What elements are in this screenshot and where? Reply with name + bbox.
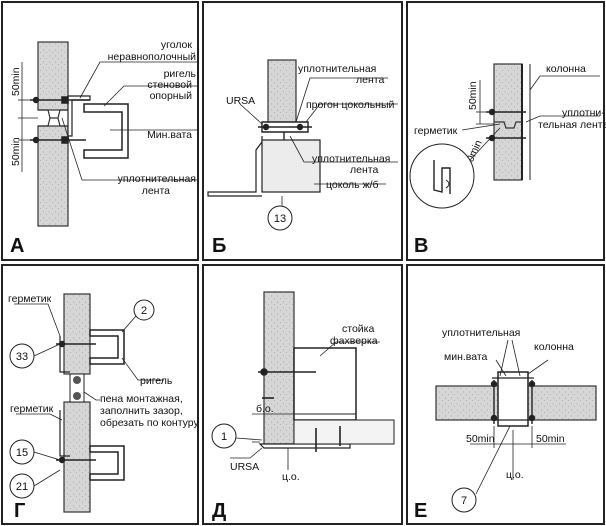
dim-top-label: 50min	[467, 81, 479, 110]
wall-rigel	[83, 103, 129, 159]
callout-13	[267, 205, 293, 231]
label-tape-2: лента	[142, 185, 170, 197]
dimension-lines	[476, 80, 494, 125]
callout-15-text: 15	[16, 447, 28, 459]
fastener-bolts	[490, 380, 536, 424]
concrete-plinth	[261, 139, 321, 193]
rigel-upper	[89, 329, 125, 365]
leader-lines	[475, 339, 549, 495]
callout-33-text: 33	[16, 351, 28, 363]
panel-g: 2 33 15 21 герметик герметик ригель пена…	[8, 293, 199, 522]
label-dim-right: 50min	[536, 433, 565, 445]
fastener-bolts	[30, 96, 90, 144]
callout-7	[451, 487, 477, 513]
panel-e: уплотнительная мин.вата колонна 50min 50…	[414, 327, 597, 522]
label-rigel-1: ригель	[164, 68, 197, 80]
label-post-1: стойка	[342, 323, 374, 335]
label-girt: прогон цокольный	[306, 99, 395, 111]
sandwich-panel	[267, 59, 297, 131]
callout-1	[211, 423, 237, 449]
callout-7-text: 7	[461, 495, 467, 507]
label-dim-left: 50min	[466, 433, 495, 445]
label-column: колонна	[534, 341, 574, 353]
panel-b: уплотнительная лента URSA прогон цокольн…	[207, 59, 398, 257]
panel-letter-e: Е	[414, 500, 427, 522]
label-tape-top-1: уплотнительная	[298, 63, 376, 75]
leader-lines	[461, 75, 600, 131]
label-foam-1: пена монтажная,	[100, 393, 183, 405]
dimension-lines	[470, 426, 566, 480]
callout-2	[133, 299, 155, 321]
leader-lines	[61, 61, 198, 181]
panel-d: стойка фахверка б.о. URSA ц.о. 1 Д	[211, 291, 395, 522]
label-tape-1: уплотни-	[562, 107, 605, 119]
label-rigel-3: опорный	[150, 90, 193, 102]
panel-letter-v: В	[414, 235, 428, 257]
label-urs: URSA	[226, 95, 255, 107]
callout-2-text: 2	[141, 305, 147, 317]
label-tape: уплотнительная	[442, 327, 520, 339]
label-sealant-mid: герметик	[10, 403, 54, 415]
label-plinth: цоколь ж/б	[326, 179, 379, 191]
label-minwool: Мин.вата	[147, 129, 192, 141]
label-rigel-2: стеновой	[147, 79, 192, 91]
label-co: ц.о.	[282, 471, 300, 483]
callout-13-text: 13	[274, 213, 286, 225]
panel-v: 50min 50min колонна герметик уплотни- те…	[409, 63, 606, 257]
sandwich-panel-upper	[63, 293, 91, 375]
dim-bottom-label: 50min	[10, 137, 22, 166]
label-sealant: герметик	[414, 125, 458, 137]
panel-joint	[38, 109, 68, 127]
dim-top-label: 50min	[10, 67, 22, 96]
label-co: ц.о.	[506, 469, 524, 481]
label-sealant-top: герметик	[8, 293, 52, 305]
panel-letter-d: Д	[212, 500, 226, 522]
rigel-lower	[89, 445, 125, 481]
label-bo: б.о.	[256, 403, 274, 415]
label-tape-2: тельная лента	[538, 119, 606, 131]
label-corner-2: неравнополочный	[108, 51, 196, 63]
base-angle	[258, 443, 351, 449]
fachwerk-post	[293, 347, 357, 421]
panel-letter-a: А	[10, 235, 24, 257]
label-urs: URSA	[230, 461, 259, 473]
angle-bracket	[67, 95, 91, 137]
label-tape-bot-2: лента	[350, 164, 378, 176]
label-tape-bot-1: уплотнительная	[312, 153, 390, 165]
label-foam-2: заполнить зазор,	[100, 405, 183, 417]
leader-lines	[230, 341, 380, 459]
label-foam-3: обрезать по контуру	[100, 417, 199, 429]
panel-a: 50min 50min уголок неравнополочный ригел…	[10, 39, 198, 257]
panel-letter-b: Б	[212, 235, 226, 257]
label-tape-1: уплотнительная	[118, 173, 196, 185]
fastener-screws	[258, 368, 341, 452]
label-minwool: мин.вата	[444, 351, 488, 363]
fastener-bolts	[486, 108, 526, 142]
label-rigel: ригель	[140, 375, 173, 387]
callout-1-text: 1	[221, 431, 227, 443]
level-marks	[252, 413, 294, 470]
sandwich-panel	[263, 291, 295, 445]
label-tape-top-2: лента	[356, 74, 384, 86]
sandwich-panel-lower	[63, 401, 91, 513]
label-corner: уголок	[161, 39, 193, 51]
callout-21-text: 21	[16, 481, 28, 493]
label-post-2: фахверка	[330, 335, 378, 347]
panel-letter-g: Г	[14, 500, 25, 522]
column	[497, 371, 529, 427]
plinth-flashing	[207, 136, 263, 197]
leader-lines	[14, 303, 164, 487]
label-column: колонна	[546, 63, 586, 75]
dimension-lines	[18, 62, 38, 172]
floor-slab	[293, 419, 395, 445]
leader-lines	[239, 77, 398, 206]
